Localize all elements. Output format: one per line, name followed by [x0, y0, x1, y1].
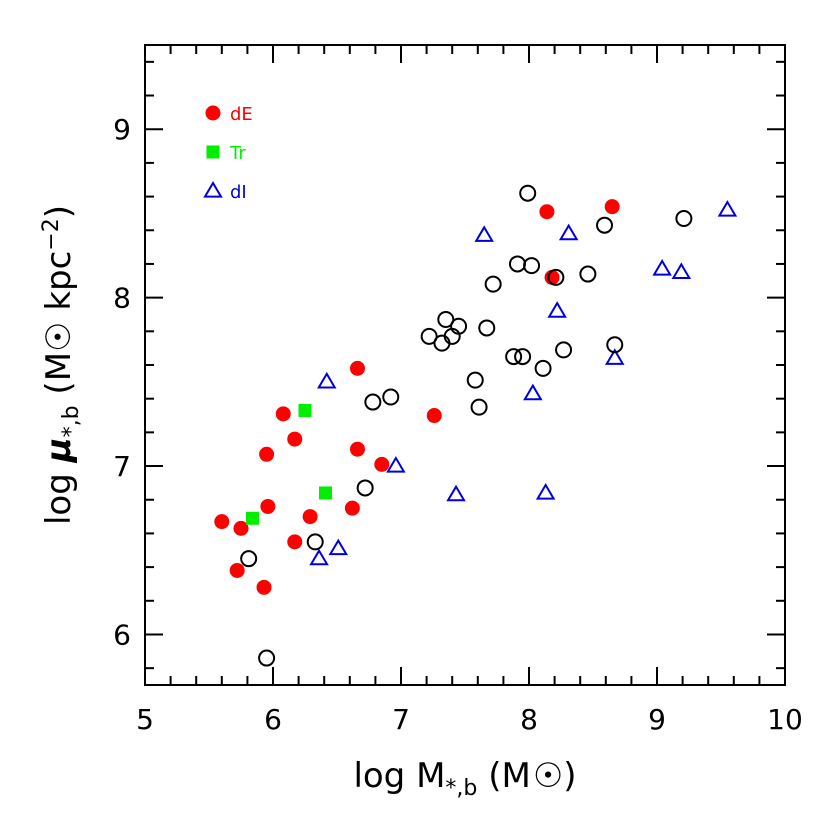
y-tick-label: 7: [113, 450, 131, 483]
other-point: [547, 268, 565, 286]
y-axis-title-sub: *,b: [59, 405, 84, 437]
de-point: [287, 431, 303, 447]
y-tick-label: 9: [113, 113, 131, 146]
legend-label-de: dE: [230, 104, 253, 125]
other-point: [450, 317, 468, 335]
other-point: [534, 359, 552, 377]
tr-point: [298, 403, 312, 417]
di-point: [317, 371, 337, 389]
di-point: [605, 348, 625, 365]
di-point: [547, 301, 567, 318]
y-axis-title-unit-open: (M: [39, 352, 79, 405]
other-point: [514, 348, 532, 366]
sun-symbol-icon: ☉: [39, 321, 79, 351]
di-point: [558, 223, 579, 241]
plot-frame: [144, 44, 786, 686]
other-point: [505, 348, 523, 366]
other-point: [596, 216, 614, 234]
x-axis-title-prefix: log M: [353, 756, 445, 796]
y-axis-title-mu: μ: [39, 437, 79, 463]
other-point: [240, 550, 258, 568]
de-point: [539, 204, 555, 220]
legend: dE Tr dI: [203, 104, 253, 203]
axis-ticks: [144, 45, 786, 685]
other-point: [306, 533, 324, 551]
other-point: [356, 479, 374, 497]
de-point: [256, 579, 272, 595]
other-point: [466, 371, 484, 389]
de-point: [233, 520, 249, 536]
x-tick-label: 6: [264, 703, 282, 736]
y-axis-title-unit-sup: −2: [39, 218, 64, 250]
y-axis-title-prefix: log: [39, 462, 79, 525]
other-point: [470, 398, 488, 416]
y-tick-label: 6: [113, 618, 131, 651]
de-point: [604, 199, 620, 215]
tick-labels: 5 6 7 8 9 10 6 7 8 9: [113, 113, 803, 736]
x-axis-title-unit-close: ): [563, 756, 576, 796]
y-tick-label: 8: [113, 282, 131, 315]
di-point: [386, 456, 406, 473]
other-point: [364, 393, 382, 411]
data-points: [214, 184, 738, 667]
other-point: [519, 184, 537, 202]
de-point: [349, 360, 365, 376]
other-point: [555, 341, 573, 359]
de-point: [426, 408, 442, 424]
x-tick-label: 10: [767, 703, 803, 736]
other-point: [478, 319, 496, 337]
di-point: [535, 483, 556, 500]
x-tick-label: 8: [520, 703, 538, 736]
legend-label-di: dI: [230, 182, 247, 203]
other-point: [382, 388, 400, 406]
de-point: [349, 441, 365, 457]
other-point: [606, 336, 624, 354]
di-point: [446, 484, 466, 502]
other-point: [437, 311, 455, 329]
de-point: [259, 446, 275, 462]
other-point: [579, 265, 597, 283]
de-point: [275, 406, 291, 422]
x-axis-title-sub: *,b: [445, 776, 477, 801]
y-axis-title-unit-close: ): [39, 205, 79, 218]
other-point: [258, 649, 276, 667]
y-axis-title-unit-mid: kpc: [39, 251, 79, 322]
x-axis-title-unit-open: (M: [477, 756, 530, 796]
di-point: [671, 262, 692, 279]
x-tick-label: 5: [136, 703, 154, 736]
de-point: [260, 498, 276, 514]
x-tick-label: 9: [648, 703, 666, 736]
legend-marker-de: [205, 105, 221, 121]
de-point: [287, 534, 303, 550]
de-point: [302, 509, 318, 525]
other-point: [420, 327, 438, 345]
legend-marker-di: [203, 181, 223, 198]
other-point: [523, 257, 541, 275]
legend-marker-tr: [206, 145, 220, 159]
di-point: [652, 259, 672, 276]
di-point: [523, 383, 543, 401]
legend-label-tr: Tr: [229, 143, 246, 164]
de-point: [374, 456, 390, 472]
x-tick-label: 7: [392, 703, 410, 736]
tr-point: [246, 511, 260, 525]
sun-symbol-icon: ☉: [533, 756, 563, 796]
y-axis-title: log μ*,b (M☉ kpc−2): [39, 205, 84, 525]
tr-point: [318, 486, 332, 500]
x-axis-title: log M*,b (M☉): [353, 756, 576, 801]
di-point: [328, 538, 349, 556]
di-point: [717, 200, 738, 217]
de-point: [229, 562, 245, 578]
other-point: [484, 275, 502, 293]
di-point: [474, 225, 494, 242]
di-point: [309, 548, 329, 566]
de-point: [214, 514, 230, 530]
de-point: [344, 500, 360, 516]
other-point: [675, 209, 693, 227]
